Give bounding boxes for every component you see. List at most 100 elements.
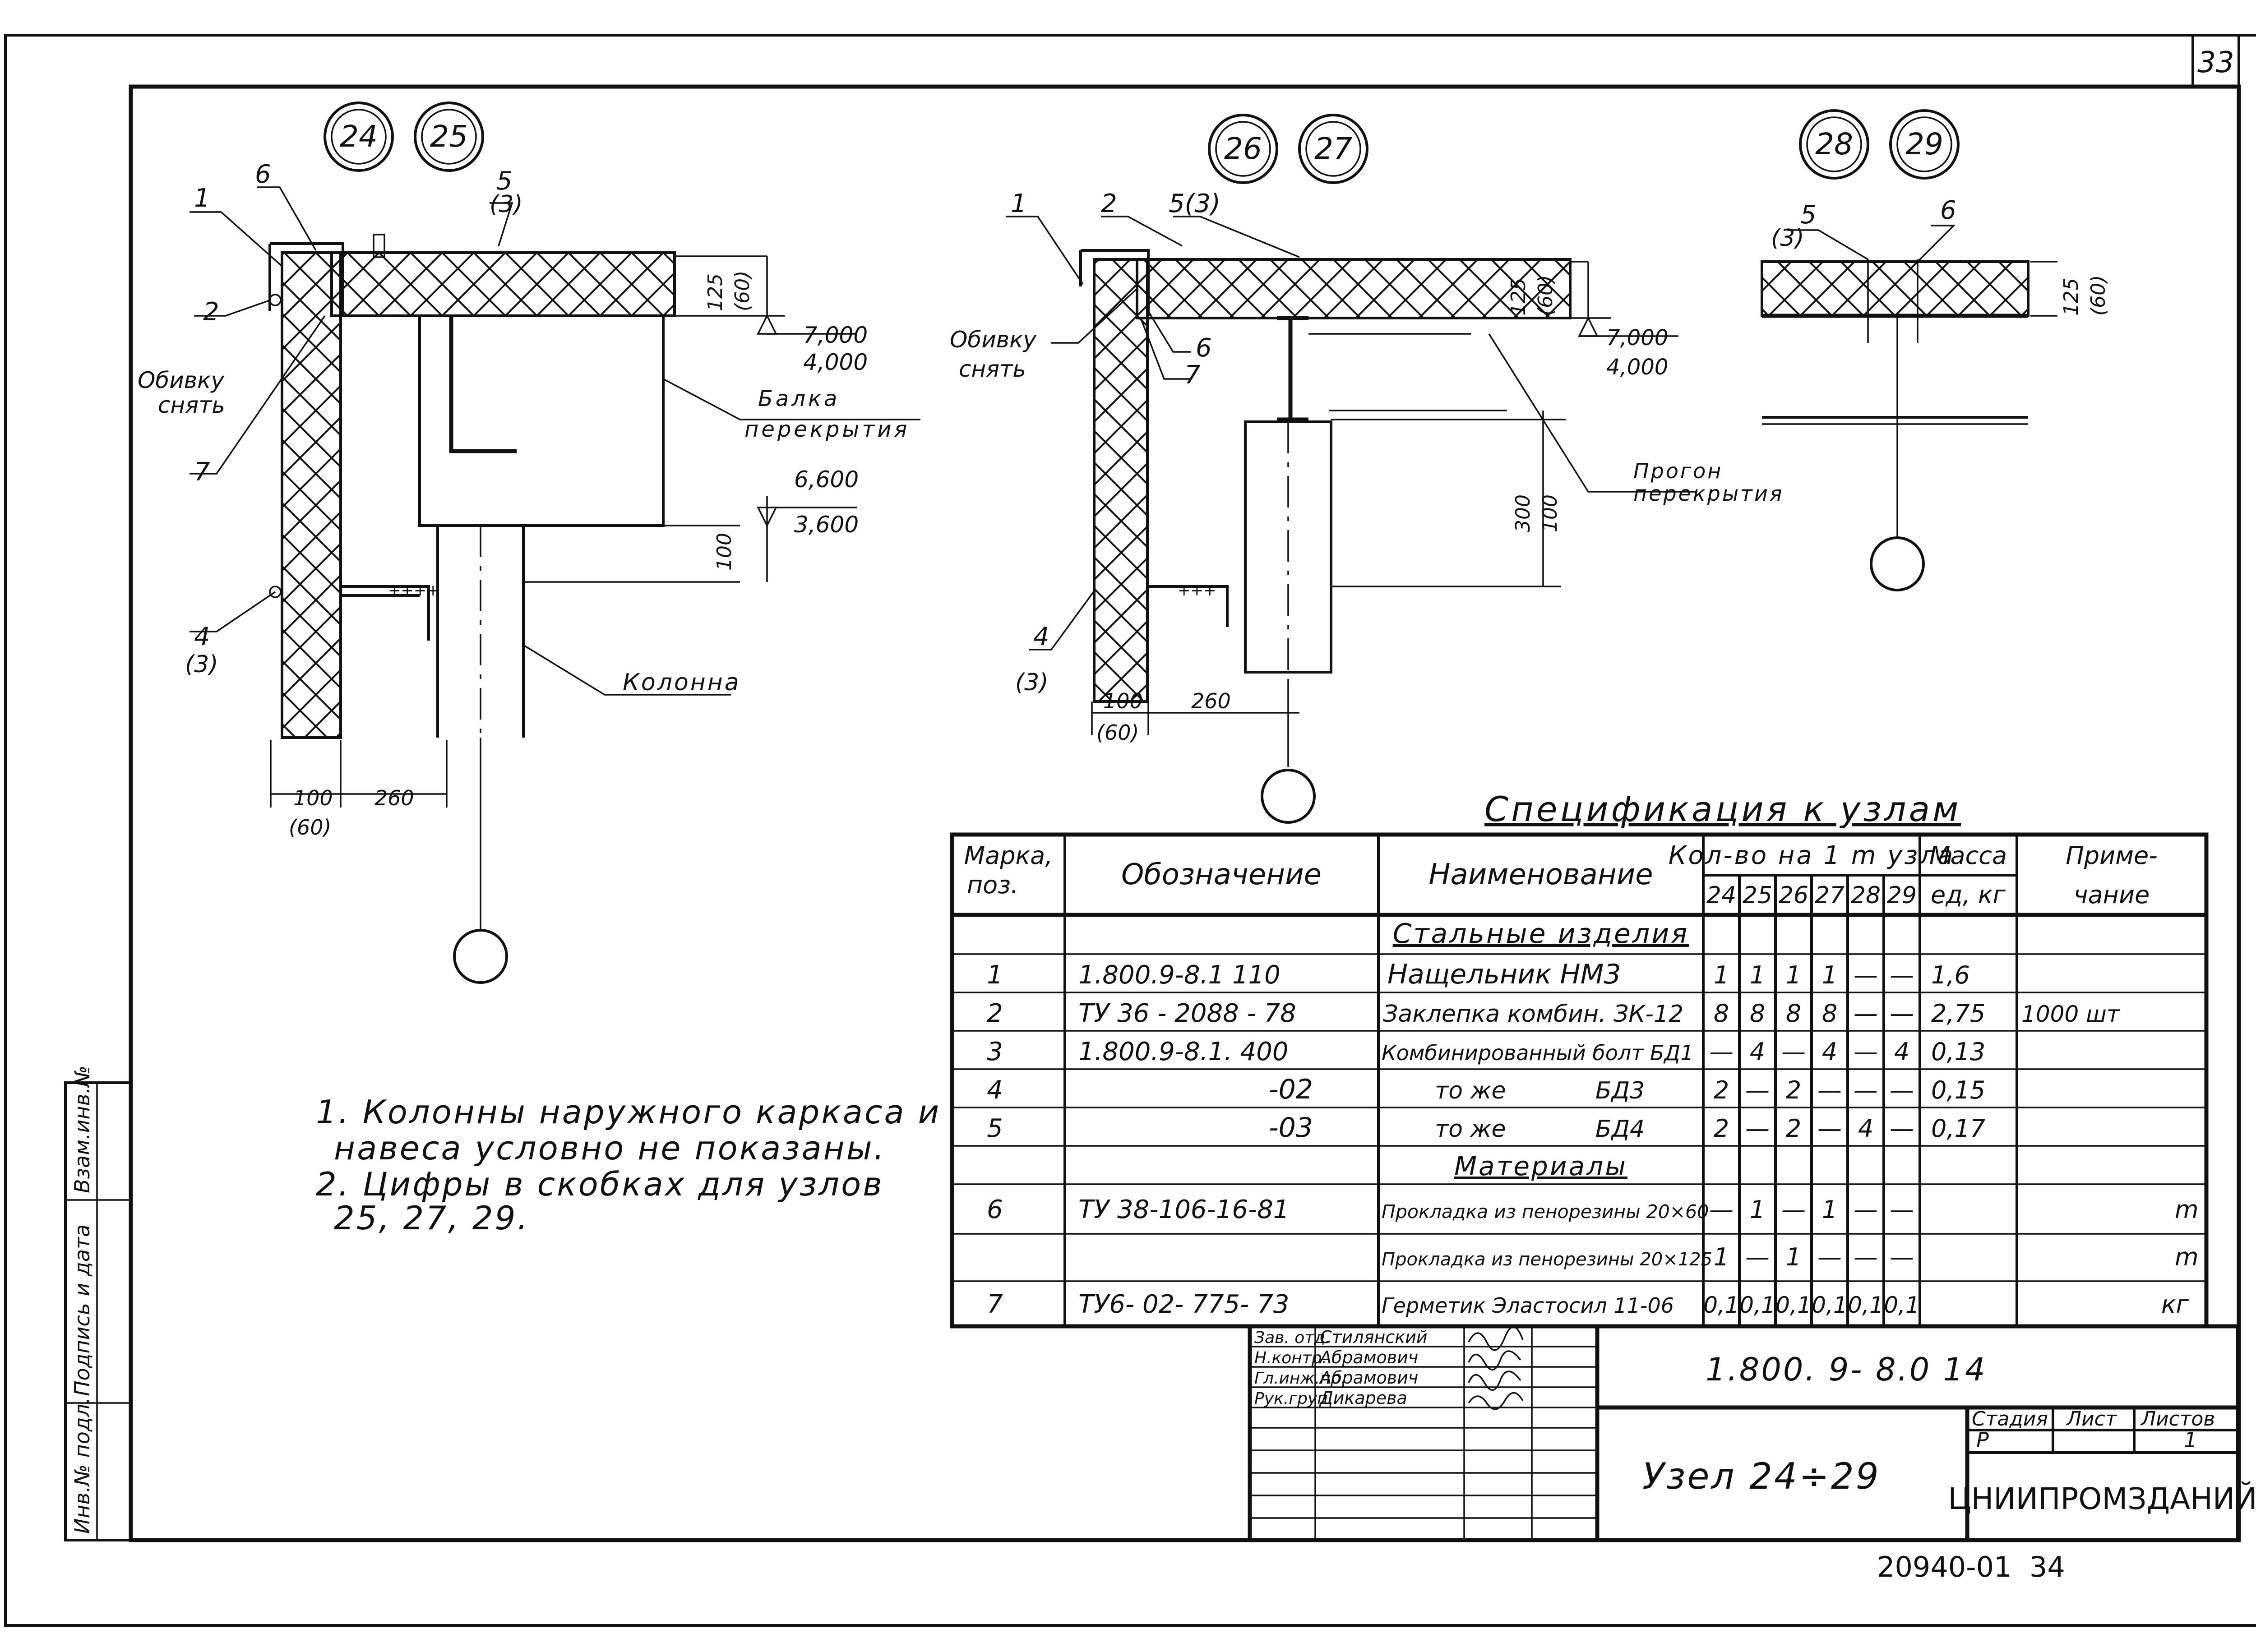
- dim-wall-60: (60): [1096, 720, 1139, 745]
- side-stamp-sign-label: Подпись и дата: [70, 1224, 94, 1396]
- dim-panel-thk: 125: [1507, 278, 1530, 316]
- cell-qty: 4: [1894, 1038, 1909, 1066]
- table-row: 2 ТУ 36 - 2088 - 78 Заклепка комбин. ЗК-…: [987, 999, 2121, 1028]
- cell-qty: 8: [1786, 999, 1801, 1028]
- cell-qty: 8: [1750, 999, 1765, 1028]
- cell-mass: 0,17: [1931, 1114, 1985, 1143]
- cell-qty: —: [1854, 1076, 1878, 1104]
- sheet-label: Лист: [2066, 1407, 2117, 1431]
- callout-4-alt: (3): [1015, 669, 1049, 696]
- cell-mass: 1,6: [1931, 961, 1970, 989]
- header-node-27: 27: [1815, 882, 1845, 909]
- cell-designation: ТУ 36 - 2088 - 78: [1078, 999, 1296, 1028]
- cell-qty: —: [1890, 1076, 1914, 1104]
- cell-mark: 6: [987, 1195, 1003, 1224]
- node-circles: 24 25 26 27 28 29: [324, 102, 1960, 184]
- role-label: Н.контр.: [1254, 1349, 1327, 1367]
- cell-qty: 4: [1858, 1114, 1873, 1143]
- column-label: Колонна: [623, 669, 741, 696]
- callout-5: 5: [1800, 200, 1817, 230]
- stage-label: Стадия: [1972, 1407, 2048, 1431]
- detail-26-27: +++ 1 2 5(3) 6 7 4 (3) Обивку снять: [950, 189, 1784, 824]
- header-node-29: 29: [1887, 882, 1917, 909]
- cell-qty: —: [1854, 1243, 1878, 1271]
- cell-qty: —: [1817, 1076, 1842, 1104]
- person-name: Стилянский: [1320, 1327, 1428, 1347]
- cell-name: Заклепка комбин. ЗК-12: [1383, 1001, 1683, 1028]
- table-row: Прокладка из пенорезины 20×125 1 — 1 — —…: [1382, 1243, 2199, 1271]
- cell-designation: ТУ6- 02- 775- 73: [1078, 1290, 1289, 1319]
- sheets-value: 1: [2184, 1428, 2197, 1452]
- elev-bot-6600: 6,600: [794, 466, 859, 493]
- cell-qty: —: [1890, 1243, 1914, 1271]
- cell-mark: 3: [987, 1037, 1003, 1066]
- cell-name: Герметик Эластосил 11-06: [1382, 1293, 1674, 1318]
- dim-wall-100: 100: [1103, 689, 1143, 713]
- person-name: Дикарева: [1319, 1388, 1407, 1408]
- cell-name: Комбинированный болт БД1: [1382, 1041, 1693, 1065]
- callout-5-3: 5(3): [1169, 189, 1220, 218]
- cell-qty: 2: [1786, 1114, 1801, 1143]
- cell-note: кг: [2161, 1290, 2189, 1319]
- cell-note: 1000 шт: [2021, 1001, 2121, 1027]
- dim-panel-thk-alt: (60): [2087, 275, 2110, 316]
- cell-qty: —: [1745, 1114, 1770, 1143]
- header-node-24: 24: [1706, 882, 1736, 909]
- cell-mark: 2: [987, 999, 1003, 1028]
- callout-6: 6: [1196, 333, 1212, 363]
- node-label: 27: [1314, 131, 1352, 166]
- cell-name: Нащельник НМ3: [1387, 959, 1621, 990]
- cell-qty: 0,1: [1812, 1292, 1848, 1318]
- archive-number: 20940-01 34: [1877, 1550, 2065, 1583]
- note-line: 1. Колонны наружного каркаса и: [316, 1093, 941, 1131]
- cell-name: то же БД4: [1435, 1116, 1645, 1143]
- dim-wall-100: 100: [293, 786, 333, 810]
- beam-label-line2: перекрытия: [744, 417, 910, 442]
- cell-qty: —: [1709, 1038, 1734, 1066]
- table-row: 1 1.800.9-8.1 110 Нащельник НМ3 1 1 1 1 …: [987, 959, 1970, 990]
- cell-mass: 0,13: [1931, 1038, 1985, 1066]
- svg-text:+++: +++: [1178, 581, 1216, 600]
- remove-note-line2: снять: [158, 392, 225, 418]
- cell-qty: 1: [1750, 1195, 1765, 1224]
- callout-6: 6: [255, 160, 271, 189]
- callout-5-alt: (3): [1771, 225, 1804, 252]
- callout-5: 5: [496, 166, 513, 196]
- dim-panel-thk-alt: (60): [1534, 275, 1557, 316]
- cell-qty: 1: [1822, 1195, 1837, 1224]
- cell-qty: 2: [1714, 1076, 1729, 1104]
- callout-6: 6: [1940, 196, 1956, 225]
- detail-28-29: 5 (3) 6 125 (60): [1761, 196, 2110, 591]
- dim-wall-60: (60): [289, 815, 331, 840]
- cell-note: m: [2175, 1243, 2199, 1271]
- cell-mark: 1: [987, 960, 1003, 990]
- cell-qty: —: [1854, 1038, 1878, 1066]
- table-row: 6 ТУ 38-106-16-81 Прокладка из пенорезин…: [987, 1195, 2198, 1224]
- role-label: Гл.инж.пр.: [1254, 1369, 1346, 1388]
- cell-mark: 5: [987, 1114, 1003, 1143]
- header-qty-group: Кол-во на 1 m узла: [1669, 841, 1955, 870]
- cell-qty: 2: [1786, 1076, 1801, 1104]
- dim-panel-thk: 125: [2060, 278, 2083, 316]
- header-name: Наименование: [1428, 858, 1653, 891]
- dim-260: 260: [374, 786, 414, 810]
- cell-qty: 4: [1822, 1038, 1837, 1066]
- note-line: навеса условно не показаны.: [334, 1129, 886, 1167]
- remove-note-line1: Обивку: [138, 367, 225, 393]
- cell-name: то же БД3: [1435, 1077, 1645, 1104]
- section-materials: Материалы: [1454, 1151, 1627, 1181]
- cell-qty: —: [1781, 1195, 1806, 1224]
- callout-7: 7: [194, 457, 210, 487]
- purlin-label-line2: перекрытия: [1633, 481, 1784, 506]
- cell-designation: 1.800.9-8.1 110: [1078, 960, 1281, 990]
- table-row: 7 ТУ6- 02- 775- 73 Герметик Эластосил 11…: [987, 1290, 2189, 1319]
- spec-table: Спецификация к узлам Марка, поз. Обознач…: [950, 789, 2209, 1329]
- cell-name: Прокладка из пенорезины 20×60: [1382, 1201, 1709, 1223]
- note-line: 25, 27, 29.: [334, 1199, 529, 1237]
- header-mark-1: Марка,: [964, 841, 1053, 870]
- cell-qty: —: [1890, 1114, 1914, 1143]
- stage-value: Р: [1976, 1428, 1989, 1452]
- cell-qty: 0,1: [1775, 1292, 1812, 1318]
- cell-designation: ТУ 38-106-16-81: [1078, 1195, 1289, 1224]
